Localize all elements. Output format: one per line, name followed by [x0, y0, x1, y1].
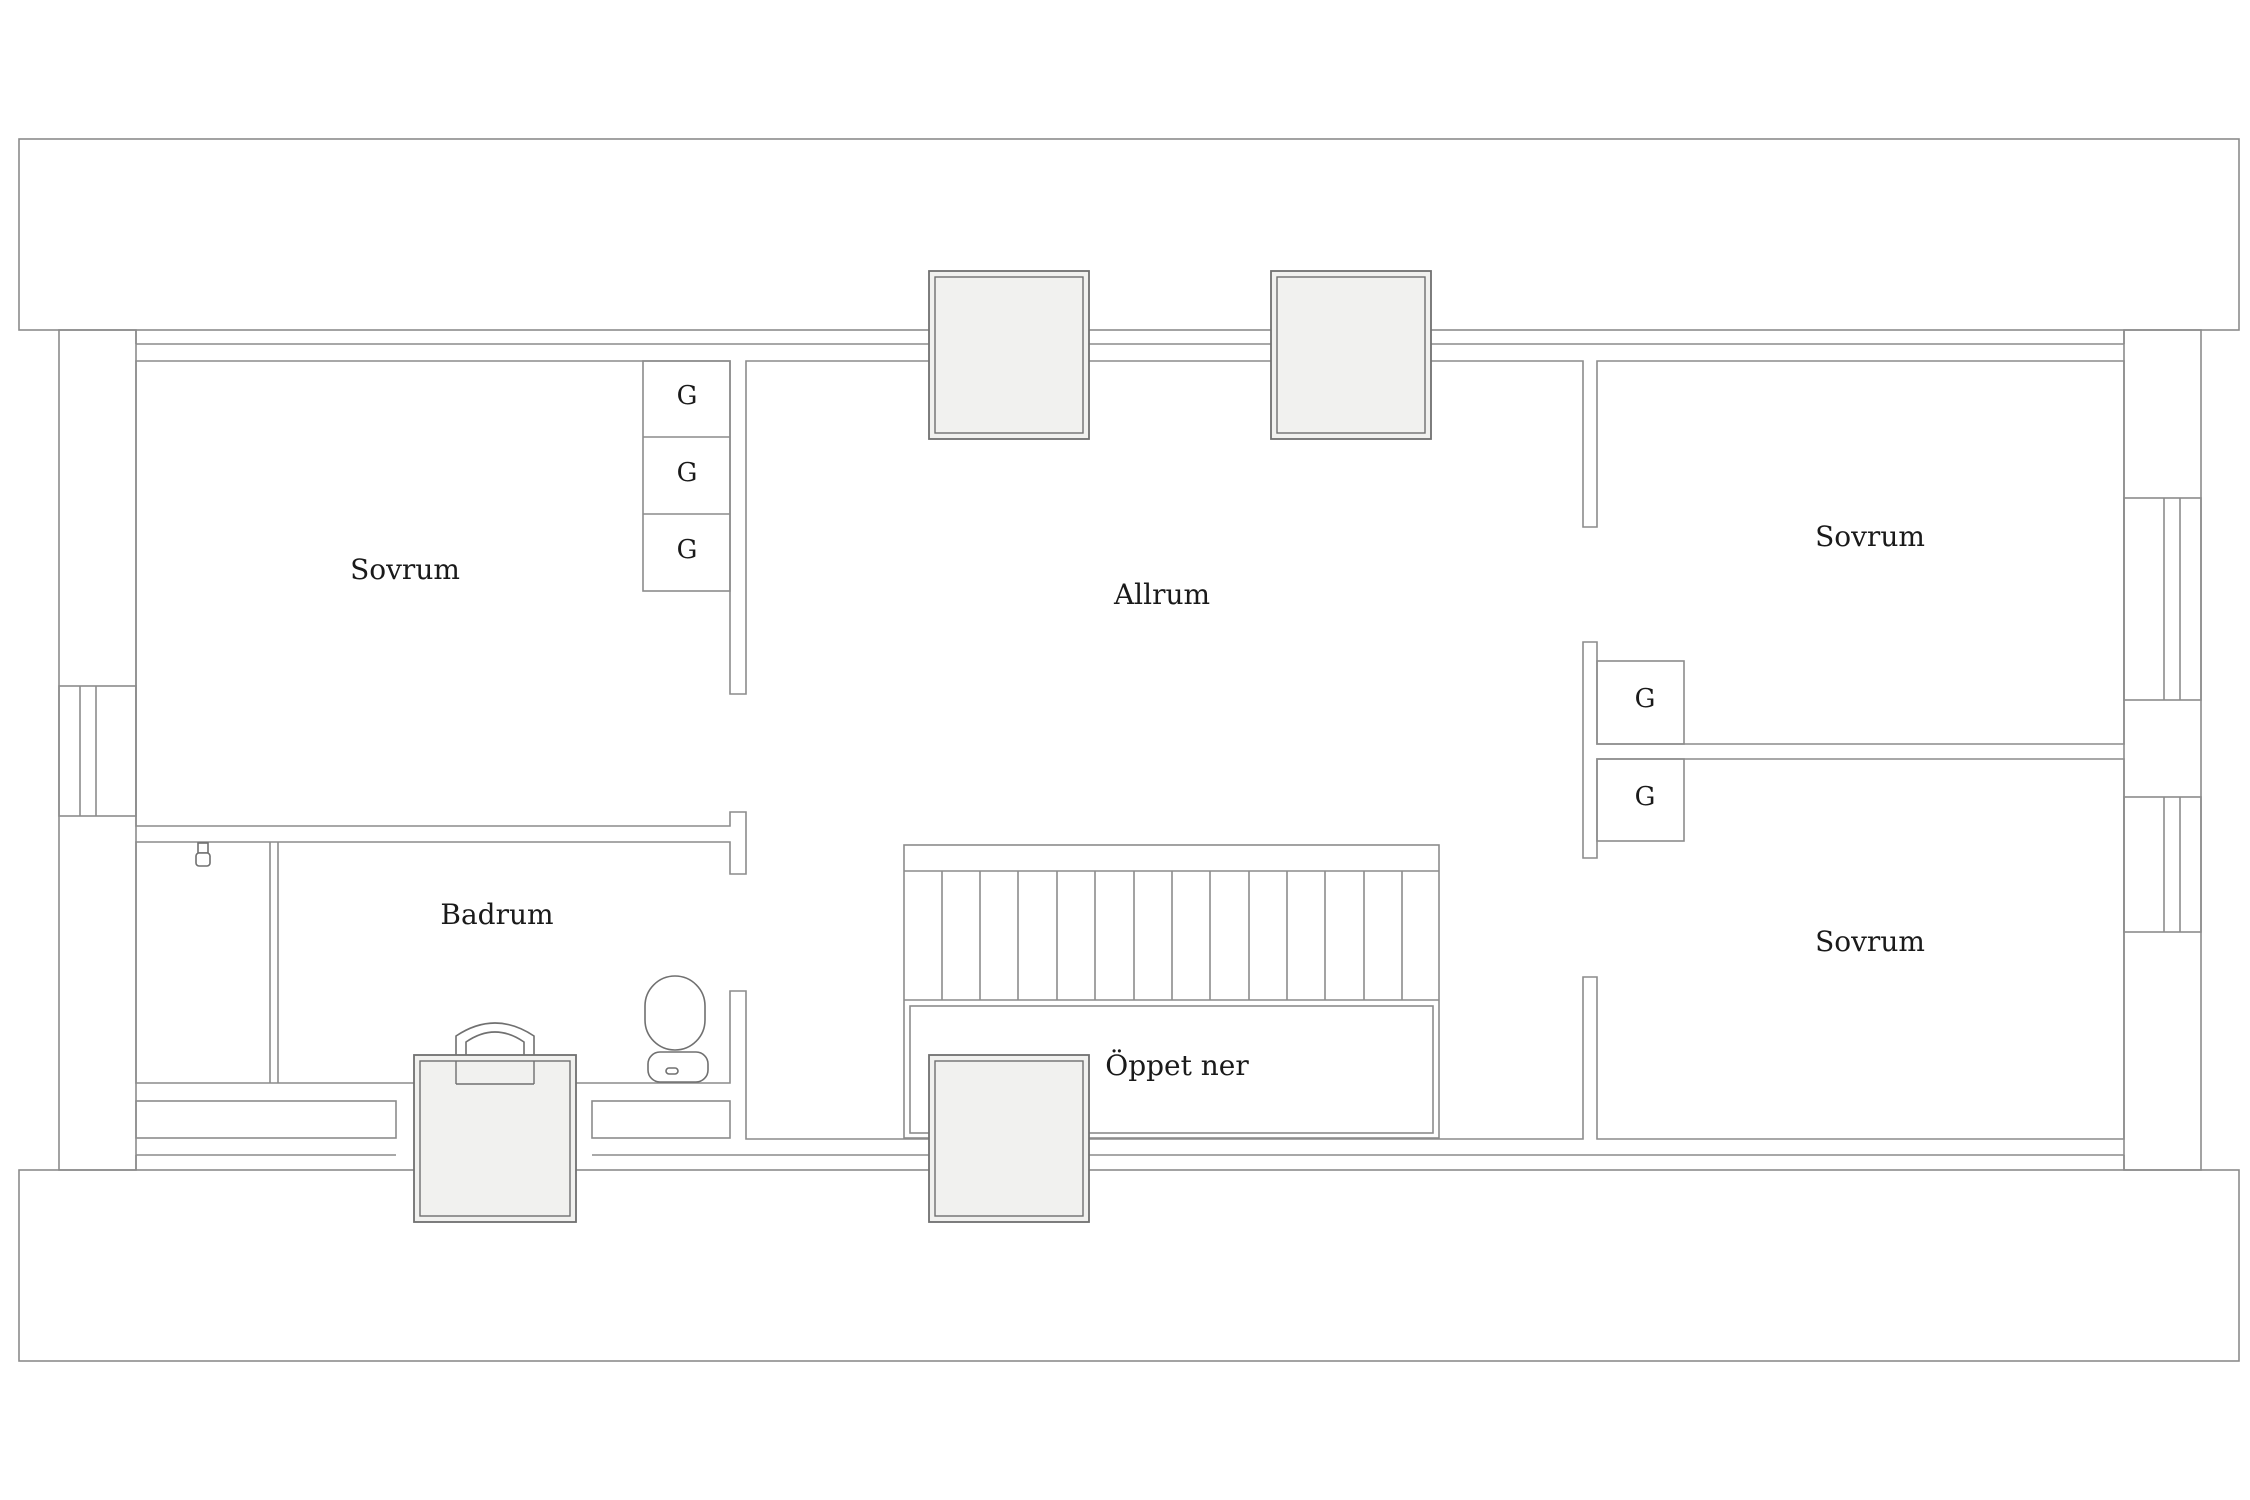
eave-storage-left	[135, 1100, 397, 1139]
wardrobe-label-5: G	[1635, 782, 1656, 812]
wardrobe-label-2: G	[677, 458, 698, 488]
wardrobe-label-3: G	[677, 535, 698, 565]
window-west	[58, 685, 137, 817]
room-sovrum-west	[135, 360, 2125, 1140]
staircase	[903, 844, 1440, 1139]
wardrobe-label-4: G	[1635, 684, 1656, 714]
shower-head-icon	[195, 842, 211, 867]
knee-wall-bottom	[135, 1154, 2125, 1170]
skylight-4	[413, 1054, 577, 1223]
wardrobe-column-east	[1596, 660, 1685, 842]
gable-west	[58, 329, 137, 1171]
window-east-upper	[2123, 497, 2202, 701]
room-label-sovrum-west: Sovrum	[350, 553, 460, 586]
knee-wall-top	[135, 330, 2125, 345]
skylight-1	[928, 270, 1090, 440]
skylight-2	[1270, 270, 1432, 440]
skylight-3	[928, 1054, 1090, 1223]
wardrobe-column-west	[642, 360, 731, 592]
window-east-lower	[2123, 796, 2202, 933]
eave-storage-right	[591, 1100, 731, 1139]
roof-top	[18, 138, 2240, 331]
roof-bottom	[18, 1169, 2240, 1362]
wardrobe-label-1: G	[677, 381, 698, 411]
toilet-icon	[644, 975, 709, 1083]
room-label-sovrum-east-lower: Sovrum	[1815, 925, 1925, 958]
room-label-allrum: Allrum	[1113, 578, 1210, 611]
room-label-oppet-ner: Öppet ner	[1105, 1048, 1249, 1082]
room-label-badrum: Badrum	[440, 898, 553, 931]
shower-stall	[269, 842, 279, 1083]
room-label-sovrum-east-upper: Sovrum	[1815, 520, 1925, 553]
gable-east	[2123, 329, 2202, 1171]
